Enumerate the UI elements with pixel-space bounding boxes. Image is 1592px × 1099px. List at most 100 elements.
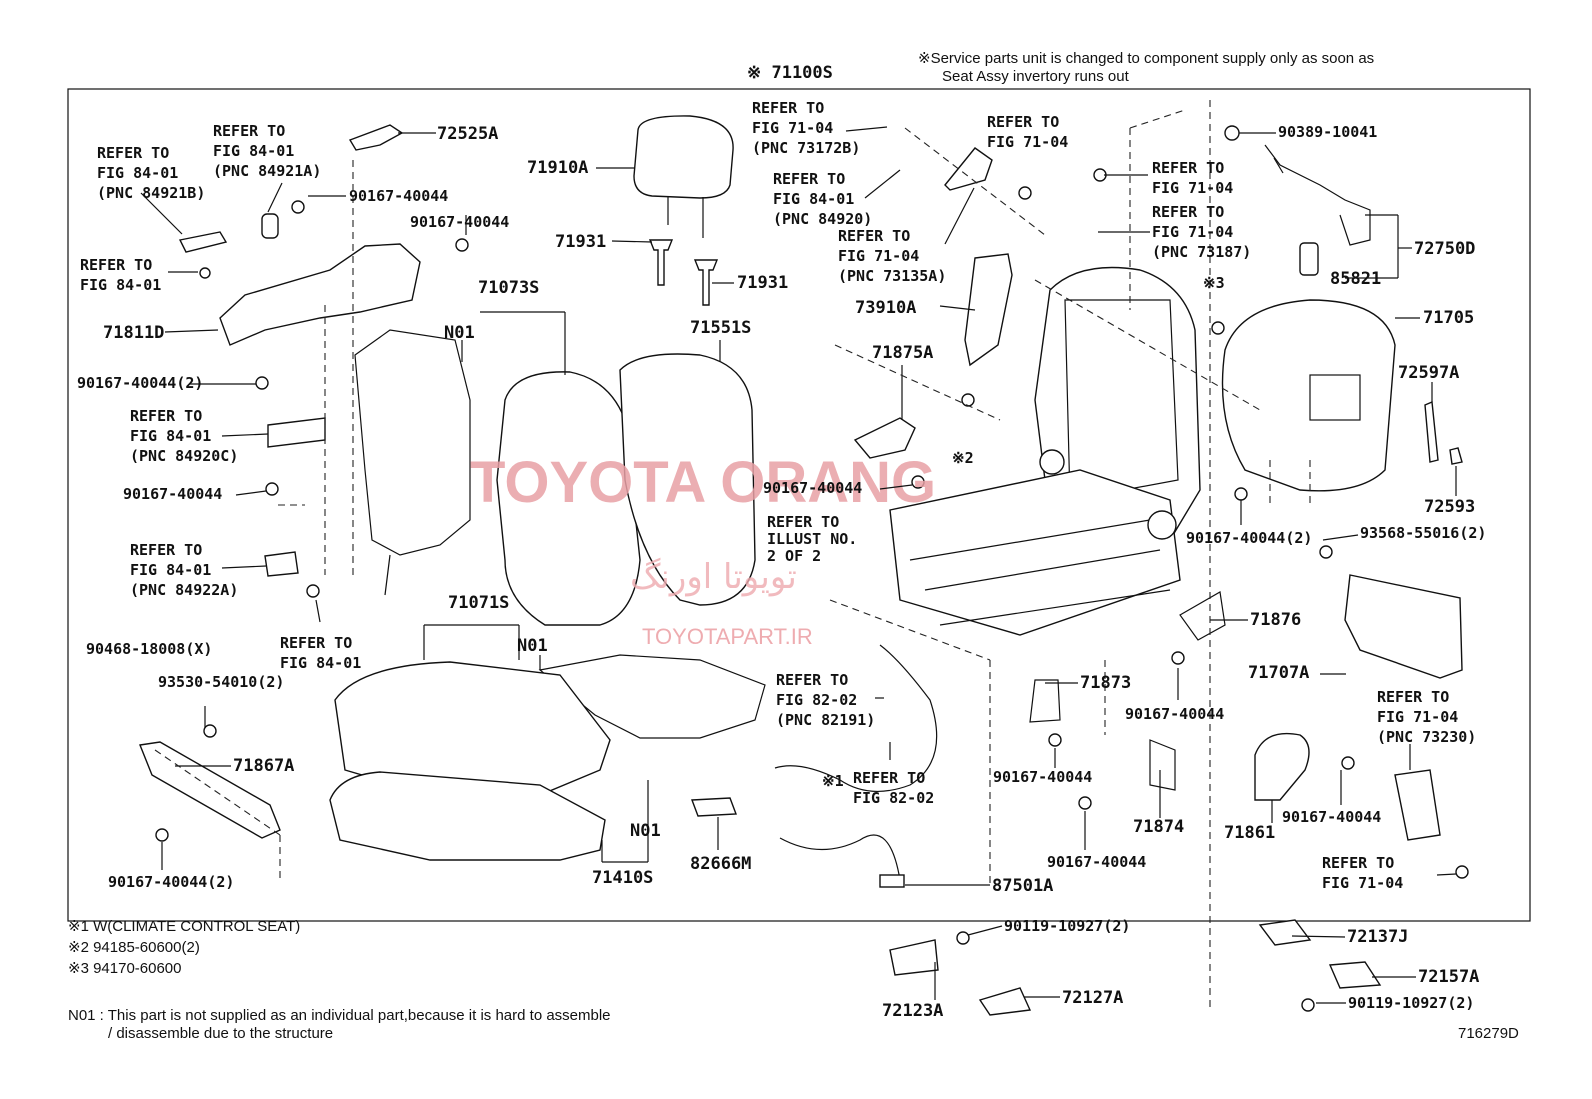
- watermark-persian: تویوتا اورنگ: [630, 557, 797, 597]
- label-mark-3: ※3: [1203, 274, 1225, 292]
- footnote-1: ※1 W(CLIMATE CONTROL SEAT): [68, 918, 300, 935]
- leader-lines: [140, 126, 1457, 1004]
- label-82666M: 82666M: [690, 854, 751, 874]
- label-71876: 71876: [1250, 610, 1301, 630]
- side-shield-drawing: [219, 243, 421, 346]
- illustration-id: 716279D: [1458, 1025, 1519, 1042]
- bracket-71874-drawing: [1149, 739, 1176, 791]
- label-mark-1: ※1: [822, 772, 844, 790]
- label-71910A: 71910A: [527, 158, 588, 178]
- label-bolt-2: 90167-40044: [410, 213, 509, 231]
- label-73910A: 73910A: [855, 298, 916, 318]
- label-72593: 72593: [1424, 497, 1475, 517]
- label-72750D: 72750D: [1414, 239, 1475, 259]
- cover-71707A-drawing: [1344, 574, 1463, 679]
- label-71811D: 71811D: [103, 323, 164, 343]
- label-72157A: 72157A: [1418, 967, 1479, 987]
- label-bolt-1: 90167-40044: [349, 187, 448, 205]
- watermark-site: TOYOTAPART.IR: [642, 624, 813, 649]
- headrest-guide-drawing: [648, 239, 719, 306]
- small-knob-drawing: [261, 213, 279, 239]
- label-bolt-8: 90167-40044: [763, 479, 862, 497]
- cap-drawing: [944, 147, 993, 191]
- cover-72127A-drawing: [978, 987, 1032, 1016]
- label-72525A: 72525A: [437, 124, 498, 144]
- label-71705: 71705: [1423, 308, 1474, 328]
- label-71861: 71861: [1224, 823, 1275, 843]
- label-71931-a: 71931: [555, 232, 606, 252]
- bracket-71873-drawing: [1029, 679, 1061, 723]
- lever-drawing: [348, 124, 404, 151]
- seat-frame-drawing: [889, 266, 1201, 636]
- label-71873: 71873: [1080, 673, 1131, 693]
- label-71551S: 71551S: [690, 318, 751, 338]
- buckle-drawing: [1394, 769, 1441, 841]
- assembly-dashed-lines: [154, 100, 1311, 1010]
- clip-72593-drawing: [1449, 447, 1463, 465]
- service-note-line1: ※Service parts unit is changed to compon…: [918, 50, 1374, 67]
- cable-72750D-drawing: [1264, 144, 1371, 246]
- label-72127A: 72127A: [1062, 988, 1123, 1008]
- bolt-labels: 90167-40044 90167-40044 90167-40044(2) 9…: [77, 123, 1486, 1012]
- cover-72157A-drawing: [1328, 961, 1382, 989]
- label-bolt-5: 90468-18008(X): [86, 640, 212, 658]
- assembly-number: ※ 71100S: [747, 63, 833, 83]
- label-bolt-16: 90119-10927(2): [1004, 917, 1130, 935]
- footnote-3: ※3 94170-60600: [68, 960, 182, 977]
- trim-cover-drawing: [853, 417, 916, 459]
- switch-drawing: [267, 417, 326, 448]
- label-bolt-12: 90167-40044: [1125, 705, 1224, 723]
- label-bolt-9: 90389-10041: [1278, 123, 1377, 141]
- label-71867A: 71867A: [233, 756, 294, 776]
- sensor-drawing: [691, 797, 737, 817]
- cover-71861-drawing: [1254, 732, 1310, 801]
- connector-drawing: [879, 874, 905, 888]
- cover-72123A-drawing: [889, 939, 939, 976]
- label-71410S: 71410S: [592, 868, 653, 888]
- label-bolt-7: 90167-40044(2): [108, 873, 234, 891]
- footnote-n01-line2: / disassemble due to the structure: [108, 1025, 333, 1042]
- seatback-cover-drawing: [496, 371, 641, 626]
- cushion-pad-drawing: [329, 771, 606, 861]
- label-85821: 85821: [1330, 269, 1381, 289]
- diagram-frame: [67, 88, 1531, 922]
- cover-72137J-drawing: [1258, 919, 1312, 946]
- label-bolt-4: 90167-40044: [123, 485, 222, 503]
- label-bolt-15: 90167-40044: [1282, 808, 1381, 826]
- cushion-heater-drawing: [538, 654, 766, 739]
- label-71071S: 71071S: [448, 593, 509, 613]
- label-71874: 71874: [1133, 817, 1184, 837]
- footnotes: ※1 W(CLIMATE CONTROL SEAT) ※2 94185-6060…: [68, 918, 611, 1042]
- lumbar-drawing: [964, 253, 1013, 367]
- seatback-heater-drawing: [354, 329, 471, 556]
- footnote-n01-line1: N01 : This part is not supplied as an in…: [68, 1007, 611, 1024]
- label-bolt-17: 90119-10927(2): [1348, 994, 1474, 1012]
- label-n01-a: N01: [444, 323, 475, 343]
- switch-85821-drawing: [1299, 242, 1319, 276]
- label-71931-b: 71931: [737, 273, 788, 293]
- label-n01-c: N01: [630, 821, 661, 841]
- wire-harness-drawing: [774, 644, 938, 793]
- headrest-drawing: [633, 115, 734, 238]
- seatback-pad-drawing: [619, 353, 756, 606]
- switch-knob-drawing: [178, 231, 228, 253]
- back-board-panel: [1309, 374, 1361, 421]
- label-bolt-11: 93568-55016(2): [1360, 524, 1486, 542]
- label-71875A: 71875A: [872, 343, 933, 363]
